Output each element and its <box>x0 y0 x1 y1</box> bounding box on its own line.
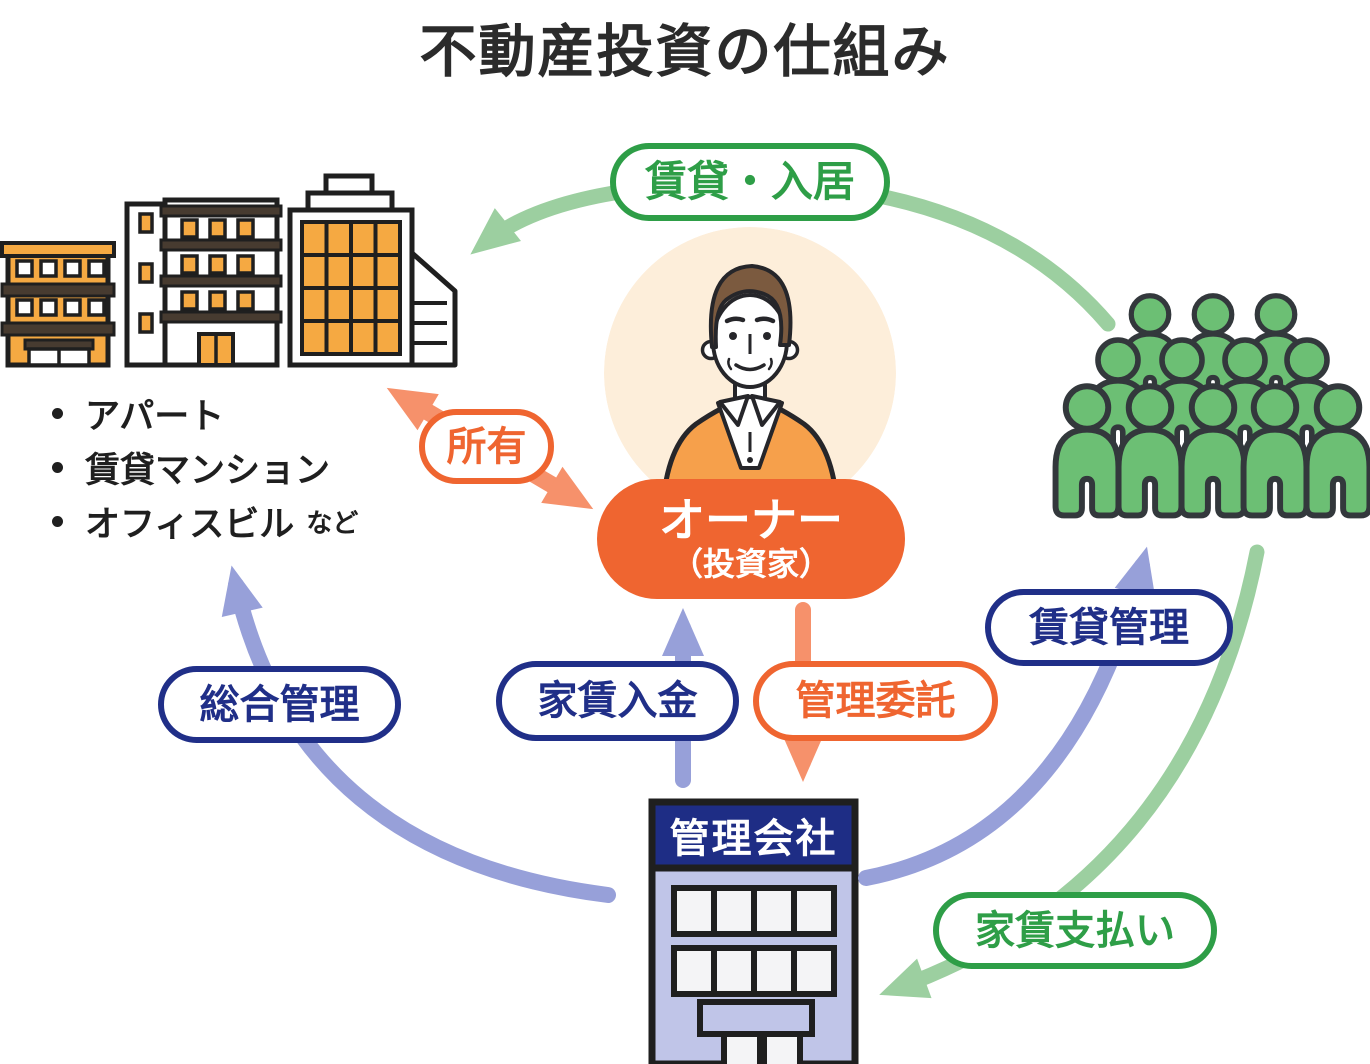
page-title: 不動産投資の仕組み <box>419 20 951 84</box>
rent-deposit-label: 家賃入金 <box>496 661 739 741</box>
comprehensive-management-label: 総合管理 <box>158 666 401 743</box>
owner-node: オーナー （投資家） <box>597 479 905 599</box>
management-company-label: 管理会社 <box>669 817 838 861</box>
comprehensive-management-arrow <box>221 565 616 903</box>
property-type-label: オフィスビル <box>85 504 295 544</box>
list-item: 賃貸マンション <box>52 440 358 494</box>
apartment-icon <box>0 241 116 368</box>
owner-avatar <box>604 227 896 519</box>
rental-move-in-label: 賃貸・入居 <box>610 143 890 221</box>
bullet-icon <box>52 407 63 419</box>
rental-mansion-icon <box>124 197 283 368</box>
management-consignment-label: 管理委託 <box>753 661 998 741</box>
property-type-label: アパート <box>85 396 225 436</box>
properties-buildings-icon <box>0 173 458 368</box>
bullet-icon <box>52 461 63 473</box>
list-item: アパート <box>52 386 358 440</box>
office-building-icon <box>287 173 458 368</box>
list-item: オフィスビル など <box>52 494 358 548</box>
rental-management-label: 賃貸管理 <box>985 589 1233 666</box>
ownership-label: 所有 <box>419 409 554 484</box>
etc-suffix: など <box>306 507 359 538</box>
rent-payment-label: 家賃支払い <box>933 892 1217 969</box>
owner-sublabel: （投資家） <box>670 545 831 582</box>
bullet-icon <box>52 515 63 527</box>
property-type-list: アパート 賃貸マンション オフィスビル など <box>52 386 358 548</box>
owner-label: オーナー <box>659 494 843 547</box>
property-type-label: 賃貸マンション <box>85 450 331 490</box>
management-company-building-icon <box>648 798 859 1064</box>
